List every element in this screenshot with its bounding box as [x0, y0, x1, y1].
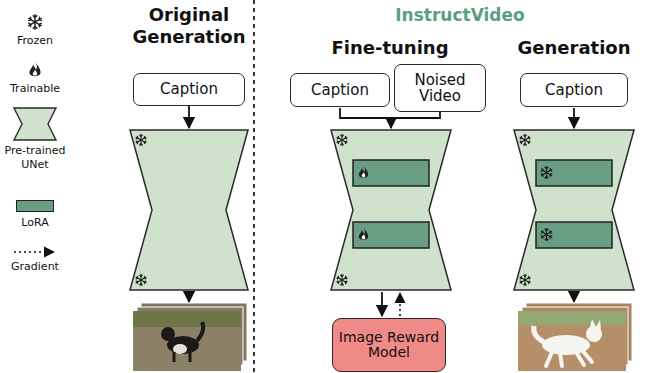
divider	[253, 0, 255, 373]
flow-arrow	[340, 108, 391, 128]
input-box: Caption	[290, 73, 390, 107]
node-text: Image Reward Model	[336, 330, 442, 361]
flow-arrow	[188, 291, 190, 302]
lora-bar	[536, 222, 612, 248]
legend-text: Frozen	[0, 34, 70, 48]
frozen-icon	[136, 134, 146, 145]
frozen-icon	[541, 229, 552, 241]
flow-arrow	[381, 292, 383, 316]
reward-model-box: Image Reward Model	[332, 318, 446, 372]
frozen-icon	[520, 274, 530, 285]
flow-arrow	[188, 106, 190, 128]
node-text: Caption	[160, 81, 218, 98]
legend-swatch	[16, 200, 54, 212]
frozen-icon	[337, 134, 347, 145]
lora-bar	[353, 222, 429, 248]
unet-shape	[514, 130, 634, 290]
input-box: Caption	[133, 73, 245, 106]
lora-bar	[353, 160, 429, 186]
lora-bar	[536, 160, 612, 186]
input-box: Noised Video	[394, 64, 486, 112]
legend-text: Gradient	[0, 260, 70, 274]
node-text: Caption	[311, 82, 369, 99]
trainable-icon	[359, 166, 368, 178]
trainable-icon	[359, 228, 368, 240]
node-text: Caption	[545, 82, 603, 99]
legend-text: LoRA	[0, 216, 70, 230]
frozen-icon	[520, 134, 530, 145]
section-heading: Fine-tuning	[305, 37, 475, 59]
frozen-icon	[29, 15, 42, 29]
section-heading: Generation	[496, 37, 652, 59]
trainable-icon	[29, 62, 40, 76]
node-text: Noised Video	[398, 72, 482, 105]
flow-line	[391, 112, 440, 118]
legend-text: Trainable	[0, 82, 70, 96]
unet-shape	[130, 130, 248, 290]
flow-arrow	[573, 108, 575, 128]
legend-text: Pre-trained UNet	[0, 144, 70, 172]
frozen-icon	[541, 167, 552, 179]
section-heading: InstructVideo	[300, 5, 620, 25]
video-frames	[518, 303, 632, 371]
video-frames	[133, 303, 247, 371]
frozen-icon	[136, 274, 146, 285]
gradient-arrow	[399, 293, 401, 316]
unet-sample	[14, 108, 56, 140]
section-heading: Original Generation	[126, 4, 252, 47]
flow-arrow	[573, 291, 575, 302]
frozen-icon	[337, 274, 347, 285]
gradient-sample	[14, 251, 54, 253]
unet-shape	[331, 130, 451, 290]
input-box: Caption	[520, 73, 628, 107]
